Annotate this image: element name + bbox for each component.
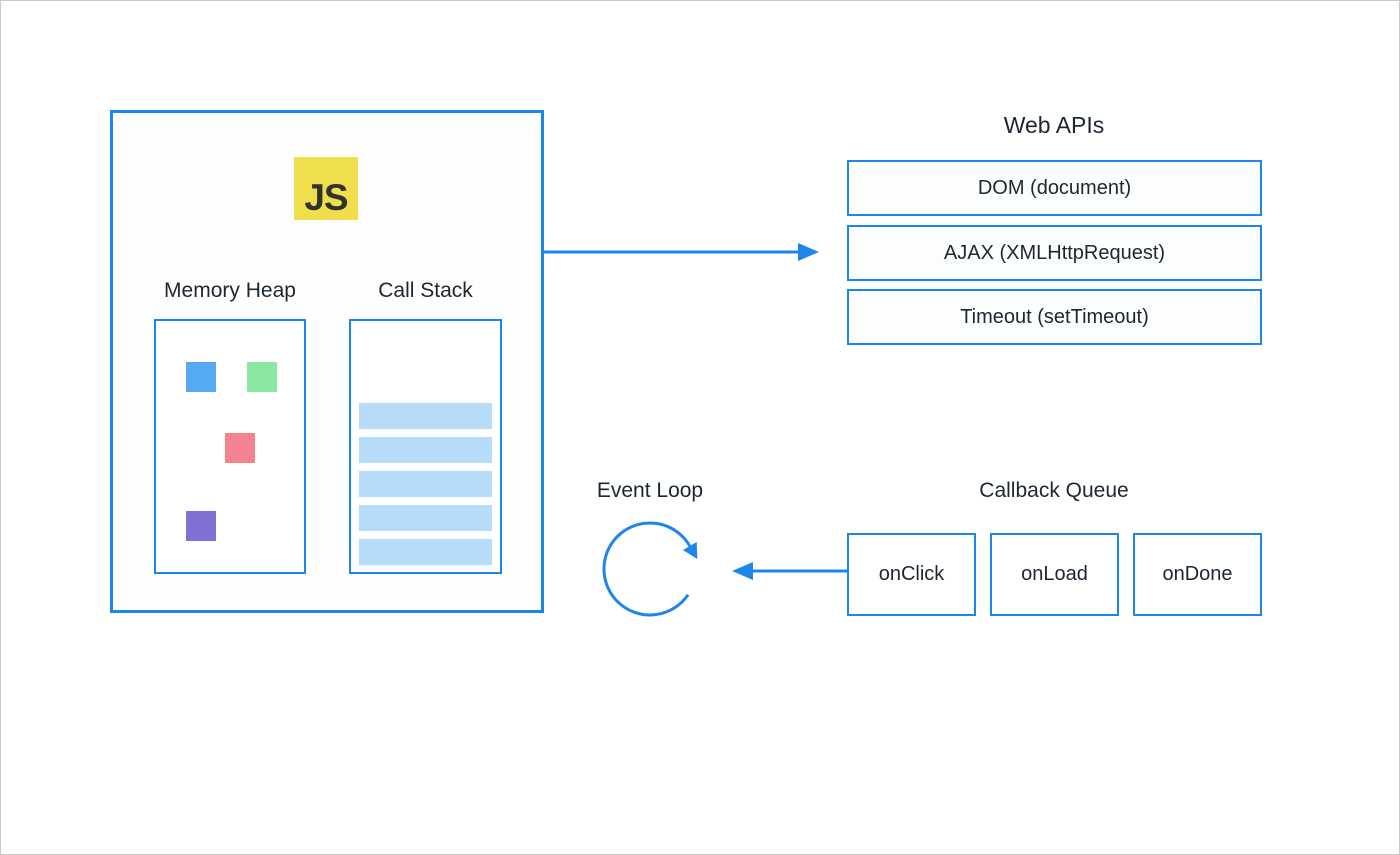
callback-box-ondone: onDone <box>1133 533 1262 616</box>
arrow-runtime-to-webapis <box>544 243 819 261</box>
call-stack-panel <box>349 319 502 574</box>
web-apis-title: Web APIs <box>1003 112 1105 138</box>
stack-frame-bar <box>359 437 492 463</box>
event-loop-label: Event Loop <box>596 479 704 502</box>
event-loop-arc <box>602 521 692 617</box>
stack-frame-bar <box>359 505 492 531</box>
memory-heap-label: Memory Heap <box>164 279 296 302</box>
callback-box-onload: onLoad <box>990 533 1119 616</box>
stack-frame-bar <box>359 539 492 565</box>
heap-block-blue <box>186 362 216 392</box>
heap-block-green <box>247 362 277 392</box>
js-logo-text: JS <box>304 177 348 218</box>
heap-block-pink <box>225 433 255 463</box>
heap-block-purple <box>186 511 216 541</box>
event-loop-cycle-icon <box>602 521 698 617</box>
call-stack-label: Call Stack <box>378 279 473 302</box>
arrow-head-right-icon <box>798 243 819 261</box>
stack-frame-bar <box>359 403 492 429</box>
memory-heap-panel <box>154 319 306 574</box>
web-api-box-ajax: AJAX (XMLHttpRequest) <box>847 225 1262 281</box>
web-api-box-timeout: Timeout (setTimeout) <box>847 289 1262 345</box>
web-api-box-dom: DOM (document) <box>847 160 1262 216</box>
arrow-head-left-icon <box>732 562 753 580</box>
callback-queue-title: Callback Queue <box>979 479 1129 502</box>
callback-box-onclick: onClick <box>847 533 976 616</box>
event-loop-arrow-head-icon <box>682 542 698 559</box>
arrow-callbackqueue-to-eventloop <box>732 562 847 580</box>
stack-frame-bar <box>359 471 492 497</box>
js-logo-icon: JS <box>294 157 358 220</box>
